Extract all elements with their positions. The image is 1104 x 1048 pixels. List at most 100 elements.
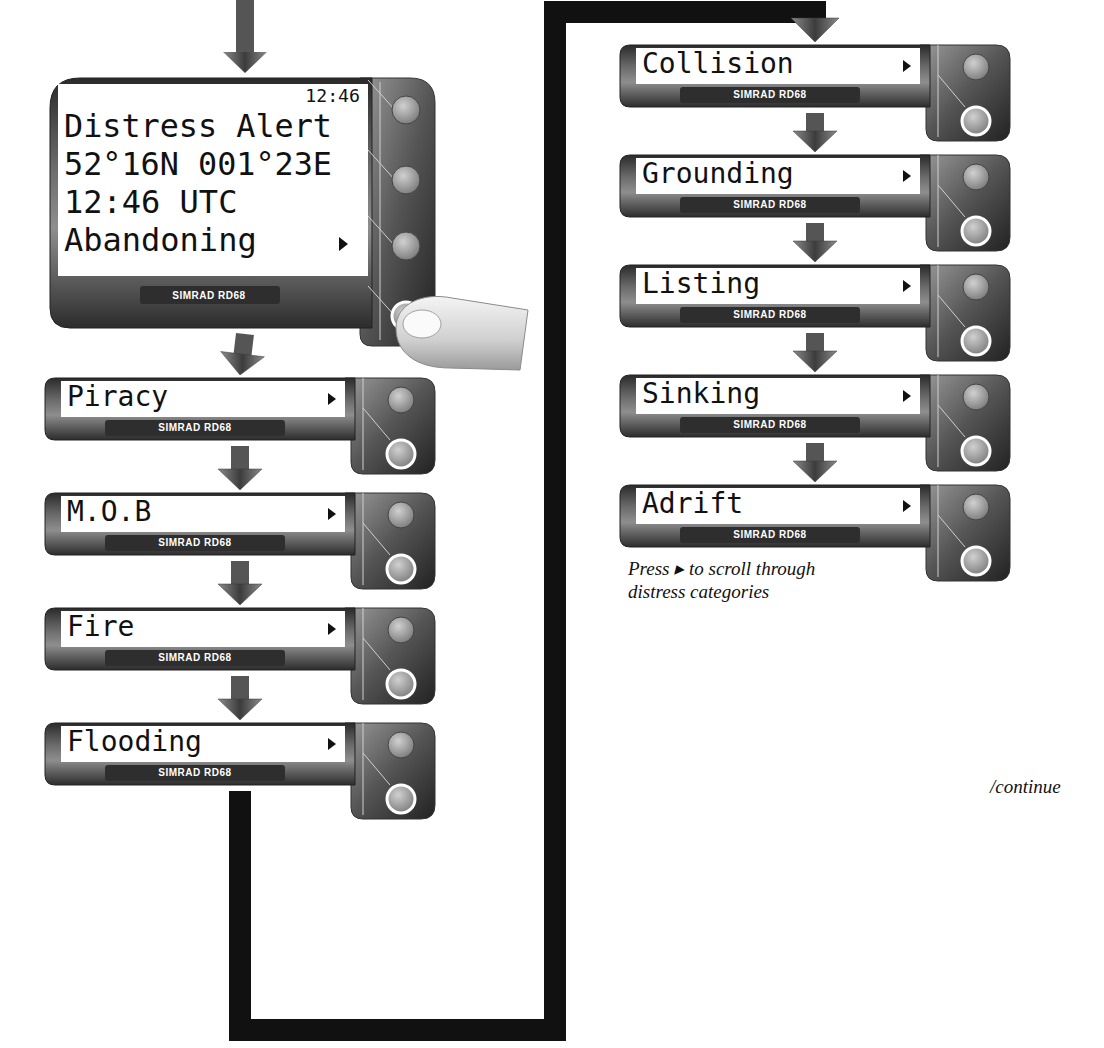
lcd-screen — [61, 726, 345, 762]
panel-edge — [938, 185, 965, 217]
device-screen: FloodingSIMRAD RD68 — [45, 723, 435, 785]
entry-arrow — [223, 0, 267, 73]
soft-key — [963, 384, 989, 410]
finger-nail — [403, 310, 441, 338]
screen-text: Piracy — [67, 381, 168, 413]
brand-label: SIMRAD RD68 — [50, 290, 368, 302]
flow-arrow — [793, 113, 837, 152]
lcd-screen — [636, 378, 920, 414]
arrow-head — [793, 131, 837, 152]
scroll-symbol — [328, 508, 336, 520]
arrow-shaft — [806, 333, 824, 352]
button-panel — [920, 155, 1010, 251]
arrow-shaft — [231, 561, 249, 585]
button-panel — [345, 493, 435, 589]
arrow-shaft — [806, 223, 824, 242]
screen-text: Collision — [642, 48, 794, 80]
arrow-shaft — [231, 446, 249, 470]
soft-key — [388, 387, 414, 413]
button-panel — [345, 378, 435, 474]
panel-edge — [938, 295, 965, 327]
flow-arrow — [793, 333, 837, 372]
scroll-symbol — [903, 170, 911, 182]
panel-edge — [938, 375, 939, 467]
scroll-key — [387, 670, 415, 698]
soft-key — [392, 166, 420, 194]
brand-label: SIMRAD RD68 — [620, 529, 920, 541]
screen-text: Flooding — [67, 726, 202, 758]
screen-text: Sinking — [642, 378, 760, 410]
soft-key — [388, 617, 414, 643]
button-panel — [345, 608, 435, 704]
device-screen: SinkingSIMRAD RD68 — [620, 375, 1010, 437]
arrow-head — [218, 584, 262, 605]
flow-arrow — [218, 676, 262, 720]
scroll-symbol — [328, 623, 336, 635]
device-screen: GroundingSIMRAD RD68 — [620, 155, 1010, 217]
device-housing — [45, 608, 355, 670]
flow-arrow — [793, 223, 837, 262]
device-housing — [620, 375, 930, 437]
scroll-key — [962, 437, 990, 465]
button-panel — [920, 485, 1010, 581]
screen-text: Fire — [67, 611, 134, 643]
scroll-symbol — [903, 390, 911, 402]
panel-edge — [938, 485, 939, 577]
lcd-screen — [61, 611, 345, 647]
device-housing — [620, 485, 930, 547]
device-housing — [50, 78, 372, 328]
button-panel — [920, 265, 1010, 361]
scroll-key — [962, 217, 990, 245]
brand-label: SIMRAD RD68 — [620, 309, 920, 321]
scroll-key — [962, 327, 990, 355]
panel-edge — [363, 523, 390, 555]
scroll-symbol — [328, 738, 336, 750]
arrow-shaft — [806, 443, 824, 462]
arrow-head — [793, 351, 837, 372]
panel-edge — [363, 753, 390, 785]
scroll-symbol — [339, 237, 348, 251]
device-screen: PiracySIMRAD RD68 — [45, 378, 435, 440]
device-housing — [620, 45, 930, 107]
panel-edge — [938, 155, 939, 247]
brand-label: SIMRAD RD68 — [620, 419, 920, 431]
lcd-screen — [61, 381, 345, 417]
soft-key — [963, 164, 989, 190]
device-housing — [620, 155, 930, 217]
panel-edge — [938, 45, 939, 137]
arrow-head — [793, 461, 837, 482]
panel-edge — [368, 286, 395, 316]
soft-key — [963, 494, 989, 520]
button-panel — [345, 723, 435, 819]
panel-edge — [938, 75, 965, 107]
brand-label: SIMRAD RD68 — [45, 652, 345, 664]
arrow-head — [218, 699, 262, 720]
arrow-head — [793, 241, 837, 262]
panel-edge — [368, 216, 395, 246]
arrow-shaft — [236, 0, 254, 52]
brand-label: SIMRAD RD68 — [620, 199, 920, 211]
scroll-symbol — [328, 393, 336, 405]
brand-label: SIMRAD RD68 — [620, 89, 920, 101]
lcd-screen — [636, 48, 920, 84]
panel-edge — [363, 378, 364, 470]
screen-text: Distress Alert — [64, 108, 332, 145]
device-housing — [45, 493, 355, 555]
arrow-shaft — [242, 334, 245, 355]
arrow-shaft — [231, 676, 249, 700]
scroll-key — [387, 555, 415, 583]
soft-key — [388, 502, 414, 528]
lcd-screen — [636, 488, 920, 524]
panel-edge — [368, 150, 395, 180]
lcd-screen — [58, 84, 368, 276]
arrow-head — [223, 52, 267, 73]
scroll-key — [387, 785, 415, 813]
panel-edge — [368, 80, 395, 110]
screen-text: Abandoning — [64, 222, 257, 259]
scroll-key — [962, 547, 990, 575]
panel-edge — [363, 493, 364, 585]
brand-label: SIMRAD RD68 — [45, 767, 345, 779]
panel-edge — [363, 408, 390, 440]
flow-arrow — [218, 561, 262, 605]
soft-key — [963, 54, 989, 80]
